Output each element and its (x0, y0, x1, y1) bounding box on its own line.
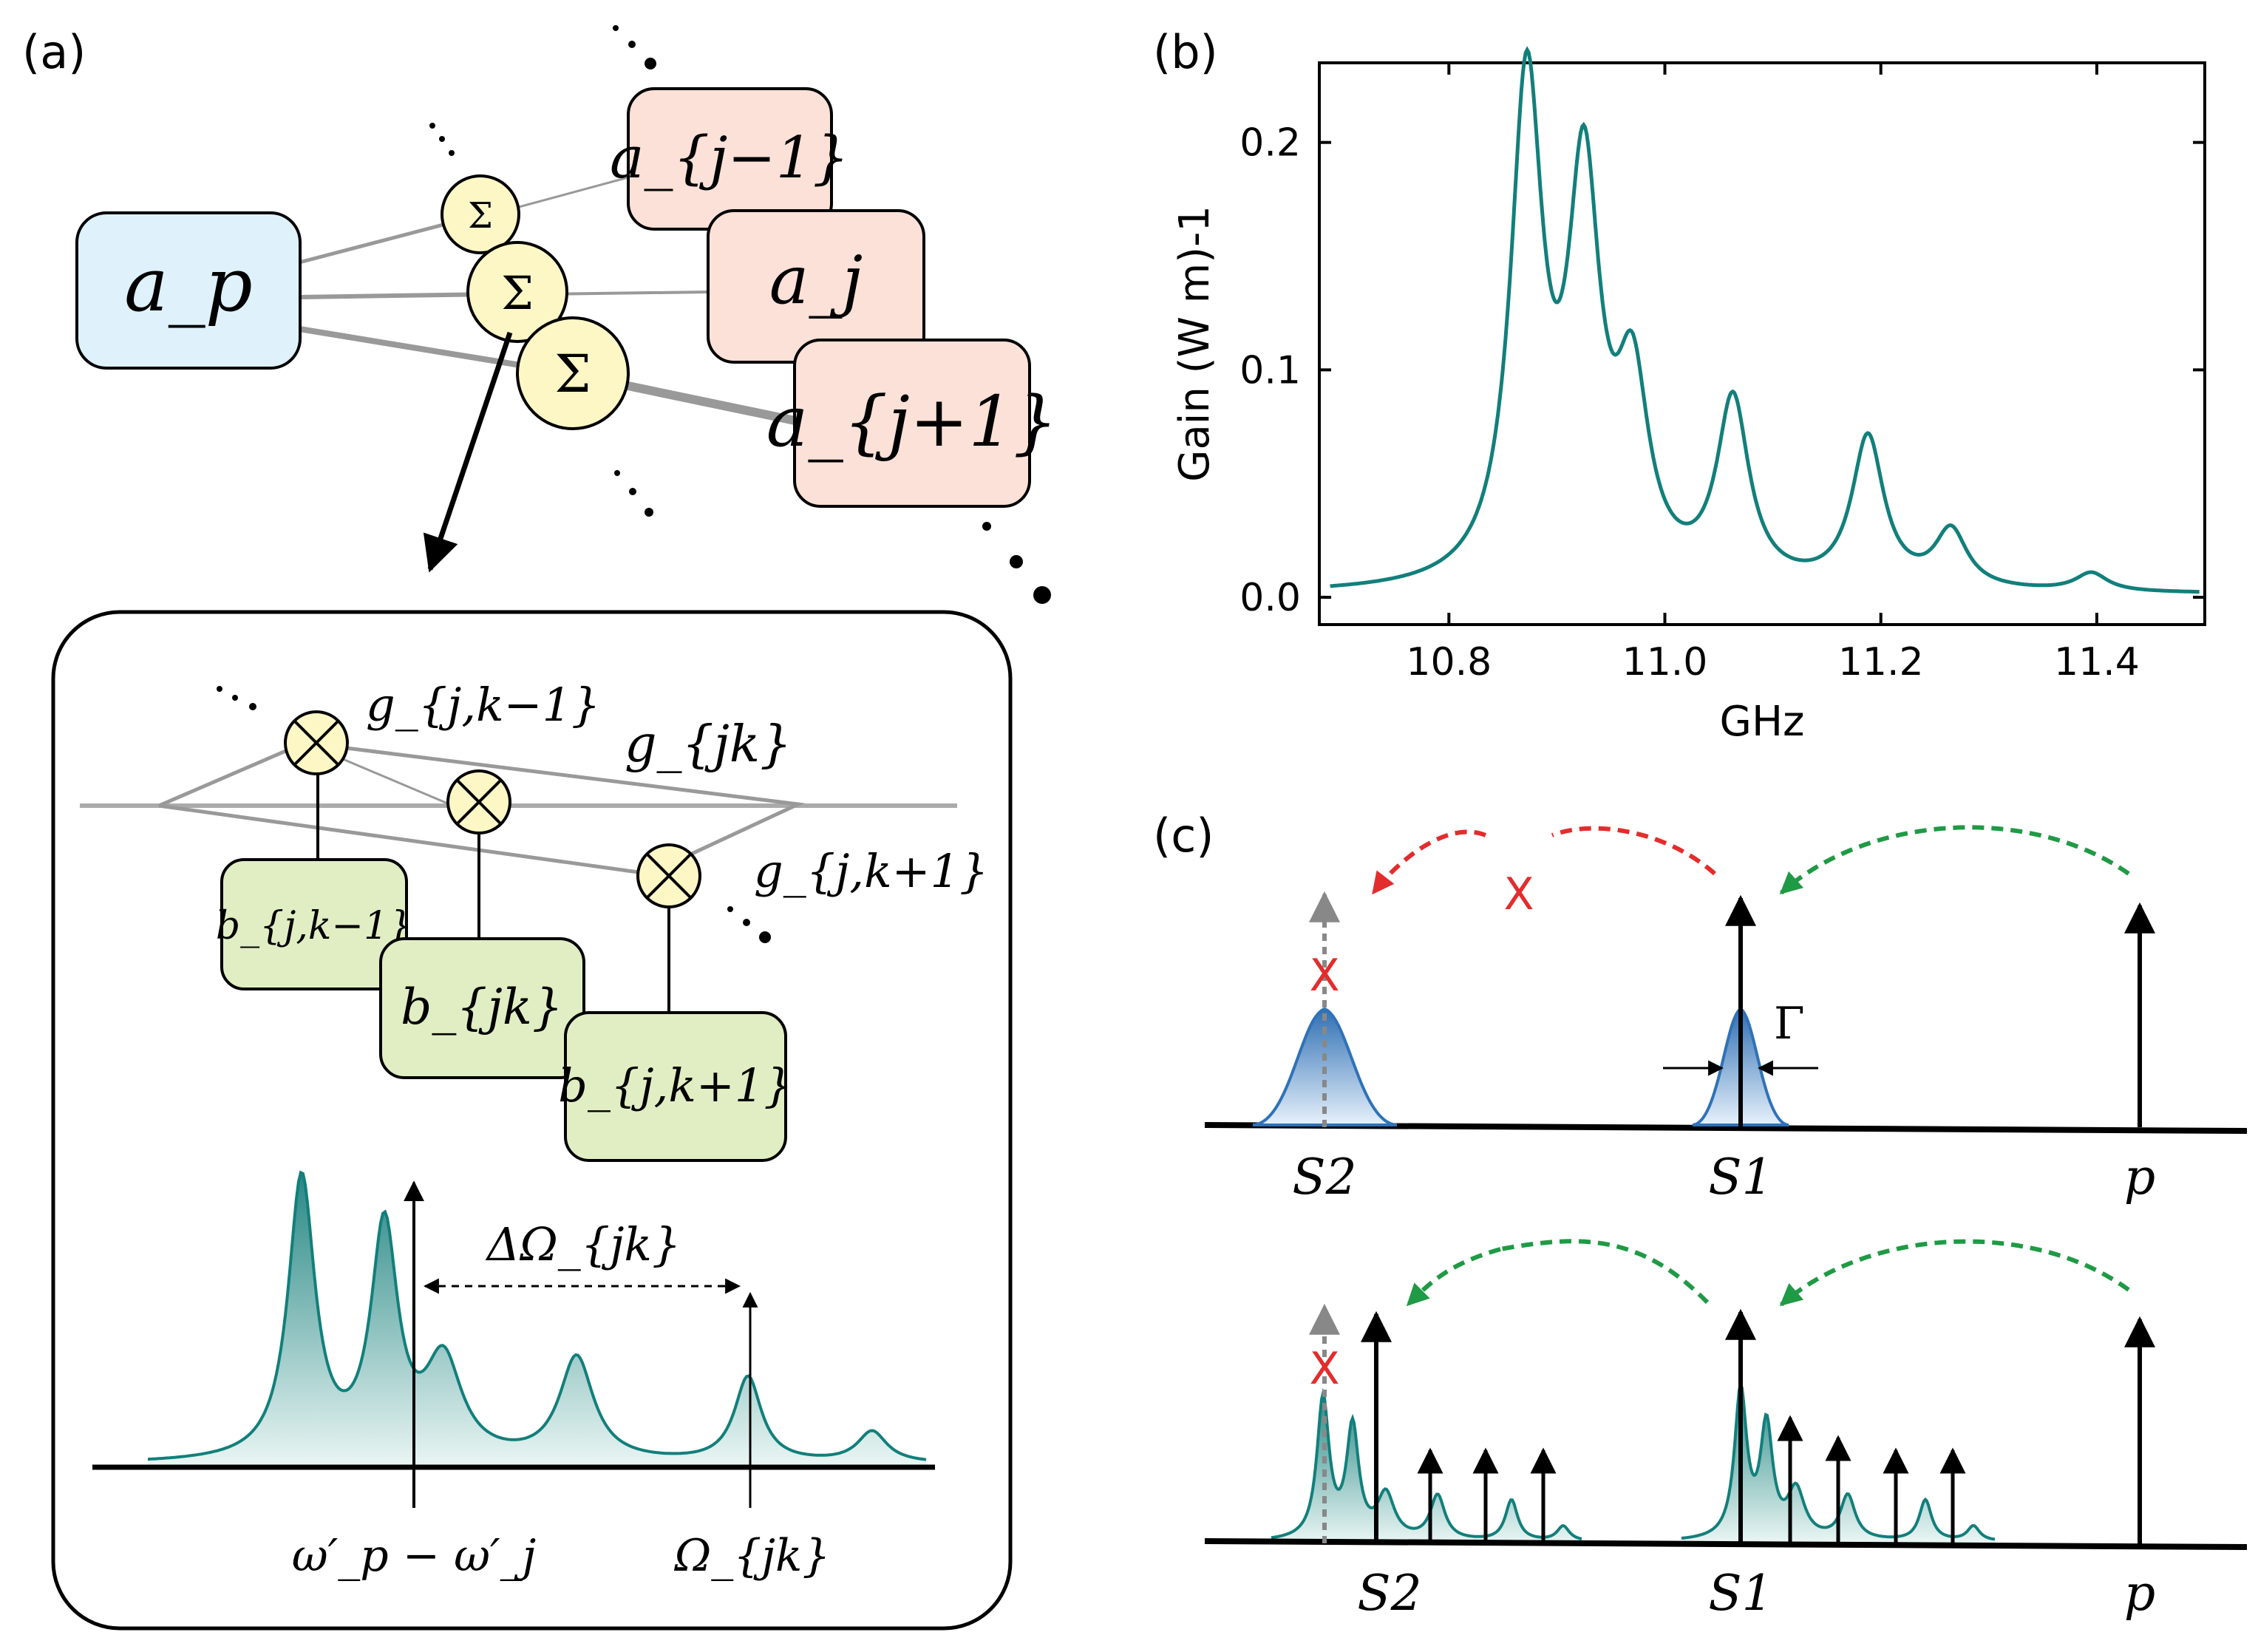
mode-b-k-minus-1 (220, 858, 408, 990)
zoom-arrow (423, 331, 513, 573)
panel-a-network: a_p a_{j−1} a_j a_{j+1} Σ Σ Σ (75, 25, 1058, 604)
blocked-cascade-arrow (1371, 829, 1487, 895)
mode-b-k-plus-1-label: b_{j,k+1} (558, 1058, 792, 1112)
cascade-spectra (1271, 1378, 1996, 1543)
coupling-node-1 (284, 710, 349, 775)
pump-to-s1-transfer-bottom (1779, 1239, 2130, 1307)
sum-node-1 (441, 174, 520, 254)
panel-c: Γ X X S2 S1 p X S2 S1 p (1204, 825, 2248, 1622)
sum-node-2 (466, 241, 568, 343)
sideband-arrows (1417, 1415, 1966, 1543)
inset-spectrum (147, 1170, 928, 1467)
label-s2-top: S2 (1292, 1149, 1356, 1206)
y-tick-label: 0.1 (1239, 348, 1301, 392)
pump-node-label: a_p (124, 242, 253, 328)
s1-to-s2-transfer (1406, 1247, 1501, 1307)
label-s1-top: S1 (1708, 1149, 1772, 1206)
x-tick-label: 10.8 (1406, 640, 1492, 684)
label-p-top: p (2124, 1149, 2155, 1206)
y-tick-label: 0.0 (1239, 576, 1301, 620)
chart-frame (1318, 61, 2206, 626)
node-aj-plus-1 (793, 339, 1031, 508)
coupling-node-3 (636, 843, 701, 908)
s1-cascade-fill (1681, 1384, 1996, 1543)
panel-label-a: (a) (22, 25, 86, 79)
label-s2-bottom: S2 (1357, 1565, 1421, 1622)
bottom-axis (1204, 1538, 2248, 1550)
x-axis-title: GHz (1720, 698, 1805, 746)
s2-cascade-fill (1271, 1393, 1582, 1543)
gain-chart: 10.8 11.0 11.2 11.4 0.0 0.1 0.2 GHz Gain (W m… (1171, 46, 2206, 746)
label-s1-bottom: S1 (1708, 1565, 1772, 1622)
blocked-marker-3: X (1309, 1343, 1339, 1395)
mode-b-k-label: b_{jk} (401, 979, 563, 1036)
panel-a-inset: g_{j,k−1} g_{jk} g_{j,k+1} b_{j,k−1} b_{… (51, 610, 1013, 1631)
mode-frequency-label: Ω_{jk} (673, 1530, 830, 1582)
coupling-label-k-plus-1: g_{j,k+1} (754, 844, 988, 898)
blocked-marker-1: X (1503, 869, 1534, 920)
inset-frame (51, 610, 1013, 1631)
sum-node-3-symbol: Σ (554, 344, 591, 404)
sum-node-2-symbol: Σ (501, 266, 534, 320)
node-aj-plus-1-label: a_{j+1} (766, 381, 1058, 463)
x-tick-label: 11.0 (1622, 640, 1708, 684)
coupling-node-2 (446, 769, 511, 835)
coupling-label-k-minus-1: g_{j,k−1} (366, 678, 600, 732)
sum-node-3 (516, 316, 630, 430)
label-p-bottom: p (2124, 1565, 2155, 1622)
coupling-label-k: g_{jk} (625, 715, 792, 774)
node-aj-minus-1-label: a_{j−1} (610, 125, 849, 191)
gain-series-line (1330, 46, 2200, 594)
sum-node-1-symbol: Σ (468, 195, 493, 237)
pump-node (75, 211, 302, 370)
detuning-label: ΔΩ_{jk} (486, 1217, 681, 1271)
mode-b-k-minus-1-label: b_{j,k−1} (216, 904, 412, 948)
x-tick-label: 11.2 (1838, 640, 1924, 684)
linewidth-label: Γ (1774, 998, 1805, 1050)
mode-b-k-plus-1 (564, 1011, 787, 1162)
y-axis-title: Gain (W m)-1 (1171, 205, 1219, 482)
y-tick-label: 0.2 (1239, 121, 1301, 166)
pump-difference-label: ω′_p − ω′_j (292, 1530, 537, 1582)
panel-label-c: (c) (1153, 809, 1214, 863)
x-tick-label: 11.4 (2054, 640, 2140, 684)
panel-label-b: (b) (1153, 25, 1218, 79)
pump-to-s1-transfer-top (1779, 825, 2130, 895)
ellipsis-dots (429, 25, 1051, 604)
mode-b-k (379, 937, 585, 1079)
node-aj-label: a_j (769, 242, 863, 319)
blocked-marker-2: X (1309, 950, 1339, 1002)
